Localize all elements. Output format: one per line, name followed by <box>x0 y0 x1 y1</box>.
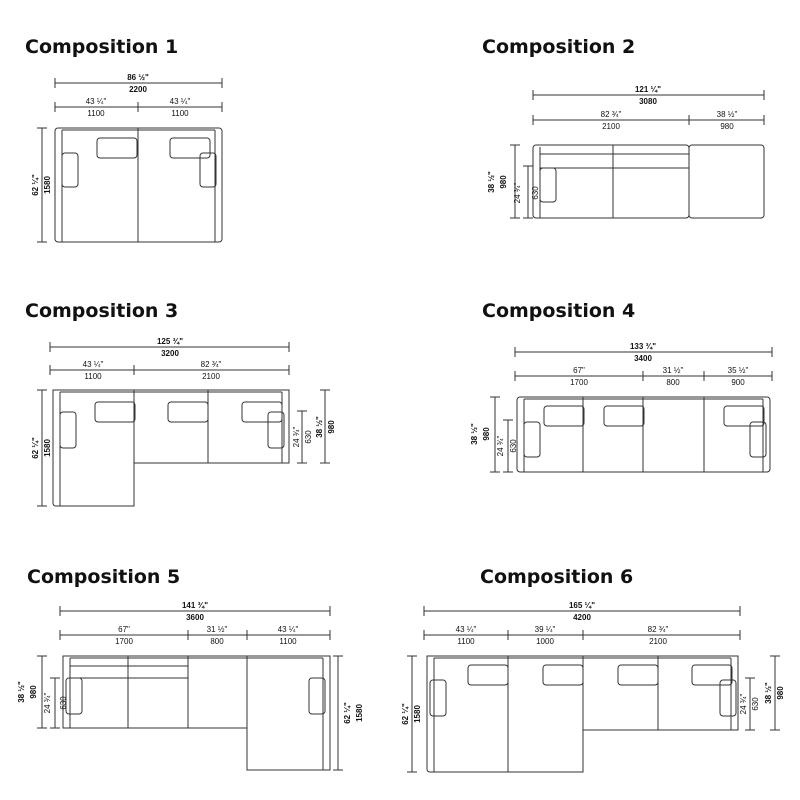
c3-back-depth-metric: 980 <box>327 420 336 434</box>
composition-6-dimensions <box>407 606 780 773</box>
c5-seat-depth-imperial: 24 ¾" <box>43 693 52 714</box>
c4-total-width-metric: 3400 <box>634 354 652 363</box>
c5-chaise-depth-imperial: 62 ¼" <box>343 702 352 724</box>
c3-seg1-metric: 1100 <box>84 372 102 381</box>
c5-depth-imperial: 38 ½" <box>17 681 26 703</box>
c6-seat-depth-metric: 630 <box>751 697 760 711</box>
c6-seg3-imperial: 82 ¾" <box>648 625 669 634</box>
c3-seg2-metric: 2100 <box>202 372 220 381</box>
c2-seat-depth-metric: 630 <box>531 186 540 200</box>
c4-seat-depth-imperial: 24 ¾" <box>496 436 505 457</box>
c6-back-depth-metric: 980 <box>776 686 785 700</box>
c5-seg3-imperial: 43 ¼" <box>278 625 299 634</box>
c2-seg1-imperial: 82 ¾" <box>601 110 622 119</box>
composition-1-dimensions <box>37 78 223 243</box>
composition-6-title: Composition 6 <box>480 566 634 588</box>
c6-seat-depth-imperial: 24 ¾" <box>739 694 748 715</box>
c3-total-width-metric: 3200 <box>161 349 179 358</box>
c1-arm-cushion-left <box>61 152 79 188</box>
c6-depth-metric: 1580 <box>413 705 422 723</box>
c1-seg1-metric: 1100 <box>87 109 105 118</box>
c3-depth-imperial: 62 ¼" <box>31 437 40 459</box>
c1-seg1-imperial: 43 ¼" <box>86 97 107 106</box>
c2-total-width-imperial: 121 ¼" <box>635 85 661 94</box>
composition-6-sofa <box>426 655 739 773</box>
composition-3-title: Composition 3 <box>25 300 179 322</box>
c1-back-cushion-2 <box>169 137 211 159</box>
c4-total-width-imperial: 133 ¾" <box>630 342 656 351</box>
c2-arm-cushion-left <box>539 167 557 203</box>
c3-seg2-imperial: 82 ¾" <box>201 360 222 369</box>
composition-1-title: Composition 1 <box>25 36 179 58</box>
c4-seg1-metric: 1700 <box>570 378 588 387</box>
c3-depth-metric: 1580 <box>43 439 52 457</box>
c5-depth-metric: 980 <box>29 685 38 699</box>
composition-4-title: Composition 4 <box>482 300 636 322</box>
c3-back-depth-imperial: 38 ½" <box>315 416 324 438</box>
c2-seat-depth-imperial: 24 ¾" <box>513 183 522 204</box>
c6-seg2-metric: 1000 <box>536 637 554 646</box>
composition-4-dimensions <box>490 347 773 473</box>
c4-depth-metric: 980 <box>482 427 491 441</box>
composition-4-sofa <box>516 396 771 473</box>
c6-total-width-imperial: 165 ¼" <box>569 601 595 610</box>
c2-depth-metric: 980 <box>499 175 508 189</box>
c4-seat-depth-metric: 630 <box>509 439 518 453</box>
c2-seg2-imperial: 38 ½" <box>717 110 738 119</box>
c5-total-width-metric: 3600 <box>186 613 204 622</box>
c5-total-width-imperial: 141 ¾" <box>182 601 208 610</box>
composition-1-sofa <box>54 127 223 243</box>
c6-seg2-imperial: 39 ¼" <box>535 625 556 634</box>
c6-total-width-metric: 4200 <box>573 613 591 622</box>
c5-seg3-metric: 1100 <box>279 637 297 646</box>
c3-seg1-imperial: 43 ¼" <box>83 360 104 369</box>
c2-end-module <box>688 144 765 219</box>
composition-3-sofa <box>52 389 290 507</box>
composition-2-sofa <box>532 144 765 219</box>
c4-seg2-imperial: 31 ½" <box>663 366 684 375</box>
c5-chaise-depth-metric: 1580 <box>355 704 364 722</box>
c1-arm-cushion-right <box>199 152 217 188</box>
c1-depth-imperial: 62 ¼" <box>31 174 40 196</box>
c5-seg1-imperial: 67" <box>118 625 130 634</box>
c1-depth-metric: 1580 <box>43 176 52 194</box>
composition-3-dimensions <box>37 342 330 507</box>
c2-seg2-metric: 980 <box>720 122 734 131</box>
c4-seg3-imperial: 35 ½" <box>728 366 749 375</box>
c5-seg2-imperial: 31 ½" <box>207 625 228 634</box>
c6-seg3-metric: 2100 <box>649 637 667 646</box>
c6-seg1-imperial: 43 ¼" <box>456 625 477 634</box>
c3-total-width-imperial: 125 ¾" <box>157 337 183 346</box>
c5-seg1-metric: 1700 <box>115 637 133 646</box>
c5-seat-depth-metric: 630 <box>59 696 68 710</box>
c1-total-width-imperial: 86 ½" <box>127 73 149 82</box>
composition-5-sofa <box>62 655 331 771</box>
c4-seg3-metric: 900 <box>731 378 745 387</box>
c6-depth-imperial: 62 ¼" <box>401 703 410 725</box>
composition-5-title: Composition 5 <box>27 566 181 588</box>
c1-seg2-metric: 1100 <box>171 109 189 118</box>
composition-2-dimensions <box>510 90 765 219</box>
c3-seat-depth-imperial: 24 ¾" <box>292 427 301 448</box>
c6-back-depth-imperial: 38 ½" <box>764 682 773 704</box>
composition-5-dimensions <box>37 606 343 771</box>
c5-seg2-metric: 800 <box>210 637 224 646</box>
c1-seg2-imperial: 43 ¼" <box>170 97 191 106</box>
c4-seg1-imperial: 67" <box>573 366 585 375</box>
c4-depth-imperial: 38 ½" <box>470 423 479 445</box>
c4-seg2-metric: 800 <box>666 378 680 387</box>
c1-total-width-metric: 2200 <box>129 85 147 94</box>
c3-seat-depth-metric: 630 <box>304 430 313 444</box>
composition-2-title: Composition 2 <box>482 36 636 58</box>
c2-total-width-metric: 3080 <box>639 97 657 106</box>
c1-back-cushion-1 <box>96 137 138 159</box>
c2-depth-imperial: 38 ½" <box>487 171 496 193</box>
c2-seg1-metric: 2100 <box>602 122 620 131</box>
c6-seg1-metric: 1100 <box>457 637 475 646</box>
